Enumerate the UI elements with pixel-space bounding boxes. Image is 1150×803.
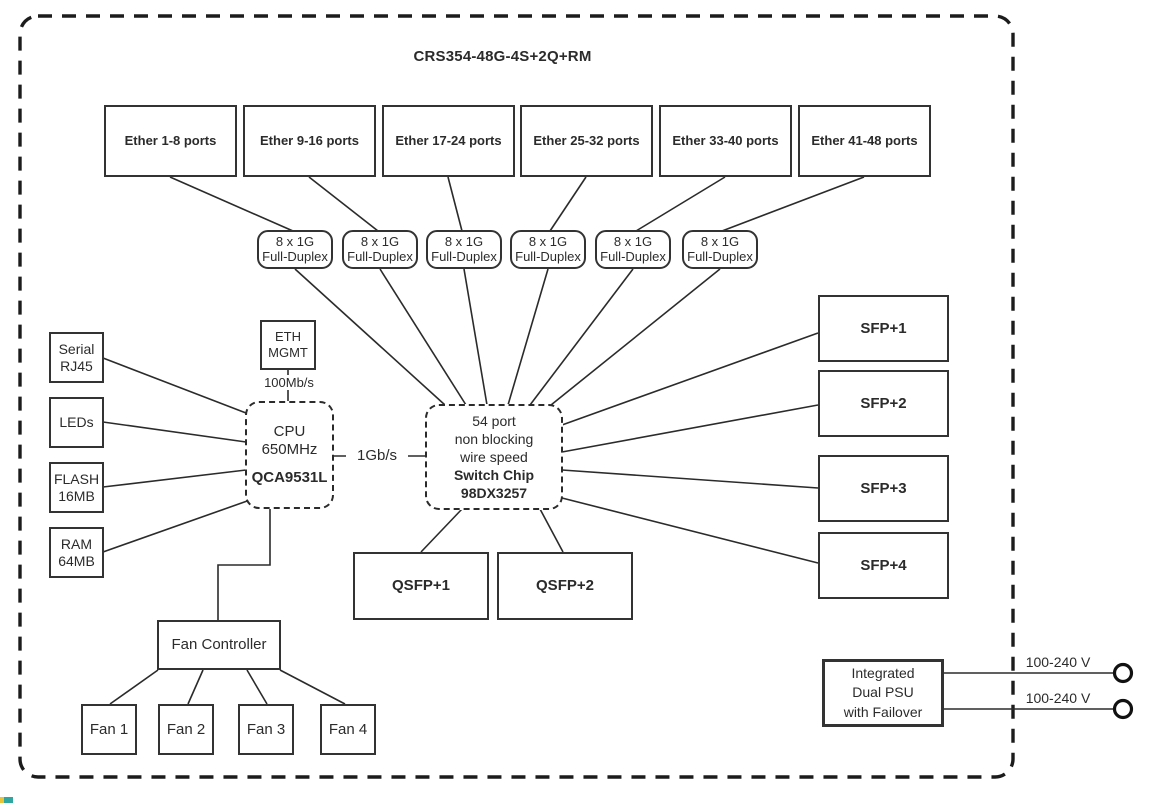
sfp4-label: SFP+4: [860, 556, 907, 574]
ether-1-8-ports-box: Ether 1-8 ports: [104, 105, 237, 177]
ether-17-24-label: Ether 17-24 ports: [395, 133, 502, 149]
qsfp2-box: QSFP+2: [497, 552, 633, 620]
eth-mgmt-label: ETH MGMT: [268, 329, 308, 360]
power-inlet-1-terminal: [1112, 662, 1134, 684]
eth-mgmt-box: ETH MGMT: [260, 320, 316, 370]
phy-link-6-label: 8 x 1G Full-Duplex: [687, 233, 753, 264]
fan-controller-label: Fan Controller: [171, 636, 267, 653]
fan-2-label: Fan 2: [166, 720, 206, 738]
fan-1-box: Fan 1: [81, 704, 137, 755]
ether-33-40-label: Ether 33-40 ports: [672, 133, 779, 149]
qsfp1-box: QSFP+1: [353, 552, 489, 620]
ram-label: RAM 64MB: [58, 535, 95, 569]
cpu-model: QCA9531L: [251, 469, 328, 486]
qsfp2-label: QSFP+2: [536, 577, 594, 594]
fan-4-label: Fan 4: [328, 720, 368, 738]
ram-box: RAM 64MB: [49, 527, 104, 578]
sfp2-box: SFP+2: [818, 370, 949, 437]
switch-chip-description: 54 port non blocking wire speed: [454, 412, 534, 465]
ether-33-40-ports-box: Ether 33-40 ports: [659, 105, 792, 177]
sfp1-label: SFP+1: [860, 319, 907, 337]
ether-41-48-label: Ether 41-48 ports: [811, 133, 918, 149]
phy-link-4-label: 8 x 1G Full-Duplex: [515, 233, 581, 264]
ether-25-32-label: Ether 25-32 ports: [533, 133, 640, 149]
switch-chip-name: Switch Chip 98DX3257: [453, 467, 535, 502]
switch-chip-box: 54 port non blocking wire speed Switch C…: [425, 404, 563, 510]
ether-9-16-label: Ether 9-16 ports: [260, 133, 359, 149]
psu-label: Integrated Dual PSU with Failover: [843, 664, 923, 720]
sfp1-box: SFP+1: [818, 295, 949, 362]
fan-3-label: Fan 3: [246, 720, 286, 738]
psu-box: Integrated Dual PSU with Failover: [822, 659, 944, 727]
ether-25-32-ports-box: Ether 25-32 ports: [520, 105, 653, 177]
ether-1-8-label: Ether 1-8 ports: [124, 133, 217, 149]
flash-box: FLASH 16MB: [49, 462, 104, 513]
chassis-outline: [18, 14, 1015, 779]
serial-rj45-box: Serial RJ45: [49, 332, 104, 383]
phy-link-2-box: 8 x 1G Full-Duplex: [342, 230, 418, 269]
phy-link-6-box: 8 x 1G Full-Duplex: [682, 230, 758, 269]
watermark-artifact: [4, 797, 13, 803]
sfp4-box: SFP+4: [818, 532, 949, 599]
phy-link-3-box: 8 x 1G Full-Duplex: [426, 230, 502, 269]
qsfp1-label: QSFP+1: [392, 577, 450, 594]
phy-link-5-box: 8 x 1G Full-Duplex: [595, 230, 671, 269]
flash-label: FLASH 16MB: [53, 470, 100, 504]
fan-2-box: Fan 2: [158, 704, 214, 755]
watermark-artifact: [0, 797, 4, 803]
fan-4-box: Fan 4: [320, 704, 376, 755]
mgmt-link-speed-label: 100Mb/s: [252, 375, 326, 390]
cpu-switch-link-label: 1Gb/s: [346, 447, 408, 465]
ether-41-48-ports-box: Ether 41-48 ports: [798, 105, 931, 177]
power-inlet-2-terminal: [1112, 698, 1134, 720]
phy-link-5-label: 8 x 1G Full-Duplex: [600, 233, 666, 264]
fan-controller-box: Fan Controller: [157, 620, 281, 670]
sfp2-label: SFP+2: [860, 394, 907, 412]
fan-3-box: Fan 3: [238, 704, 294, 755]
power-input-1-label: 100-240 V: [1025, 654, 1091, 670]
ether-9-16-ports-box: Ether 9-16 ports: [243, 105, 376, 177]
cpu-title: CPU 650MHz: [261, 423, 318, 458]
phy-link-4-box: 8 x 1G Full-Duplex: [510, 230, 586, 269]
serial-rj45-label: Serial RJ45: [58, 340, 95, 374]
power-input-2-label: 100-240 V: [1025, 690, 1091, 706]
phy-link-1-box: 8 x 1G Full-Duplex: [257, 230, 333, 269]
sfp3-box: SFP+3: [818, 455, 949, 522]
phy-link-3-label: 8 x 1G Full-Duplex: [431, 233, 497, 264]
phy-link-2-label: 8 x 1G Full-Duplex: [347, 233, 413, 264]
ether-17-24-ports-box: Ether 17-24 ports: [382, 105, 515, 177]
phy-link-1-label: 8 x 1G Full-Duplex: [262, 233, 328, 264]
diagram-title: CRS354-48G-4S+2Q+RM: [413, 48, 592, 65]
leds-box: LEDs: [49, 397, 104, 448]
sfp3-label: SFP+3: [860, 479, 907, 497]
fan-1-label: Fan 1: [89, 720, 129, 738]
leds-label: LEDs: [59, 414, 94, 431]
cpu-box: CPU 650MHz QCA9531L: [245, 401, 334, 509]
